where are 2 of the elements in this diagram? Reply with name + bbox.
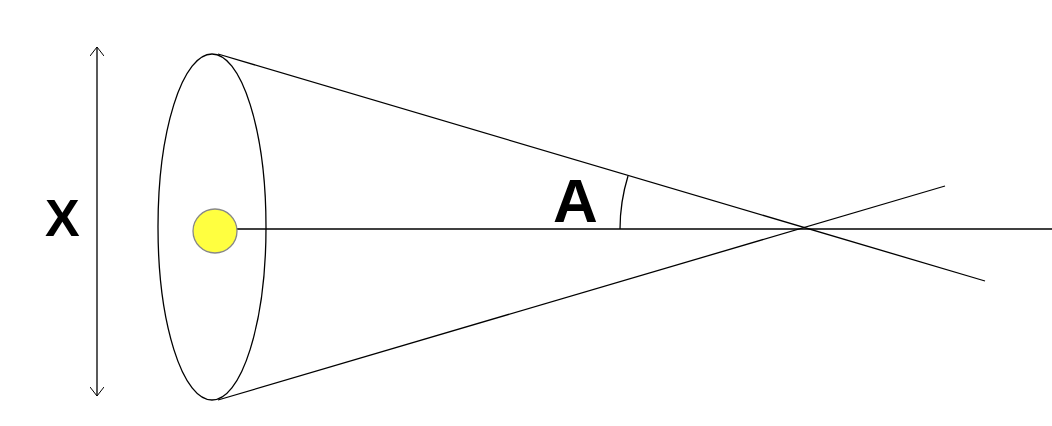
dimension-label: X: [45, 192, 80, 244]
angle-label: A: [553, 170, 598, 232]
